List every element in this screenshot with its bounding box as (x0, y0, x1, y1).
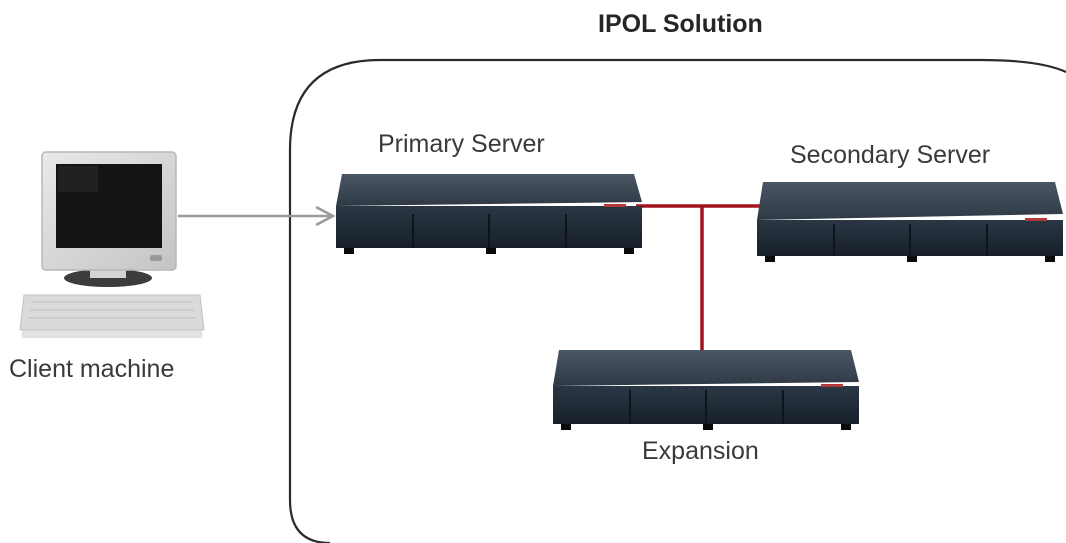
secondary-server-icon (757, 182, 1063, 262)
secondary-server-label: Secondary Server (790, 141, 991, 169)
client-machine-label: Client machine (9, 355, 175, 383)
diagram-title: IPOL Solution (598, 10, 763, 38)
expansion-label: Expansion (642, 437, 759, 465)
primary-server-icon (336, 174, 642, 254)
solution-boundary (288, 58, 1066, 543)
server-links (636, 204, 770, 350)
expansion-icon (553, 350, 859, 430)
client-arrow (178, 205, 336, 227)
client-machine-icon (19, 151, 205, 338)
primary-server-label: Primary Server (378, 130, 545, 158)
